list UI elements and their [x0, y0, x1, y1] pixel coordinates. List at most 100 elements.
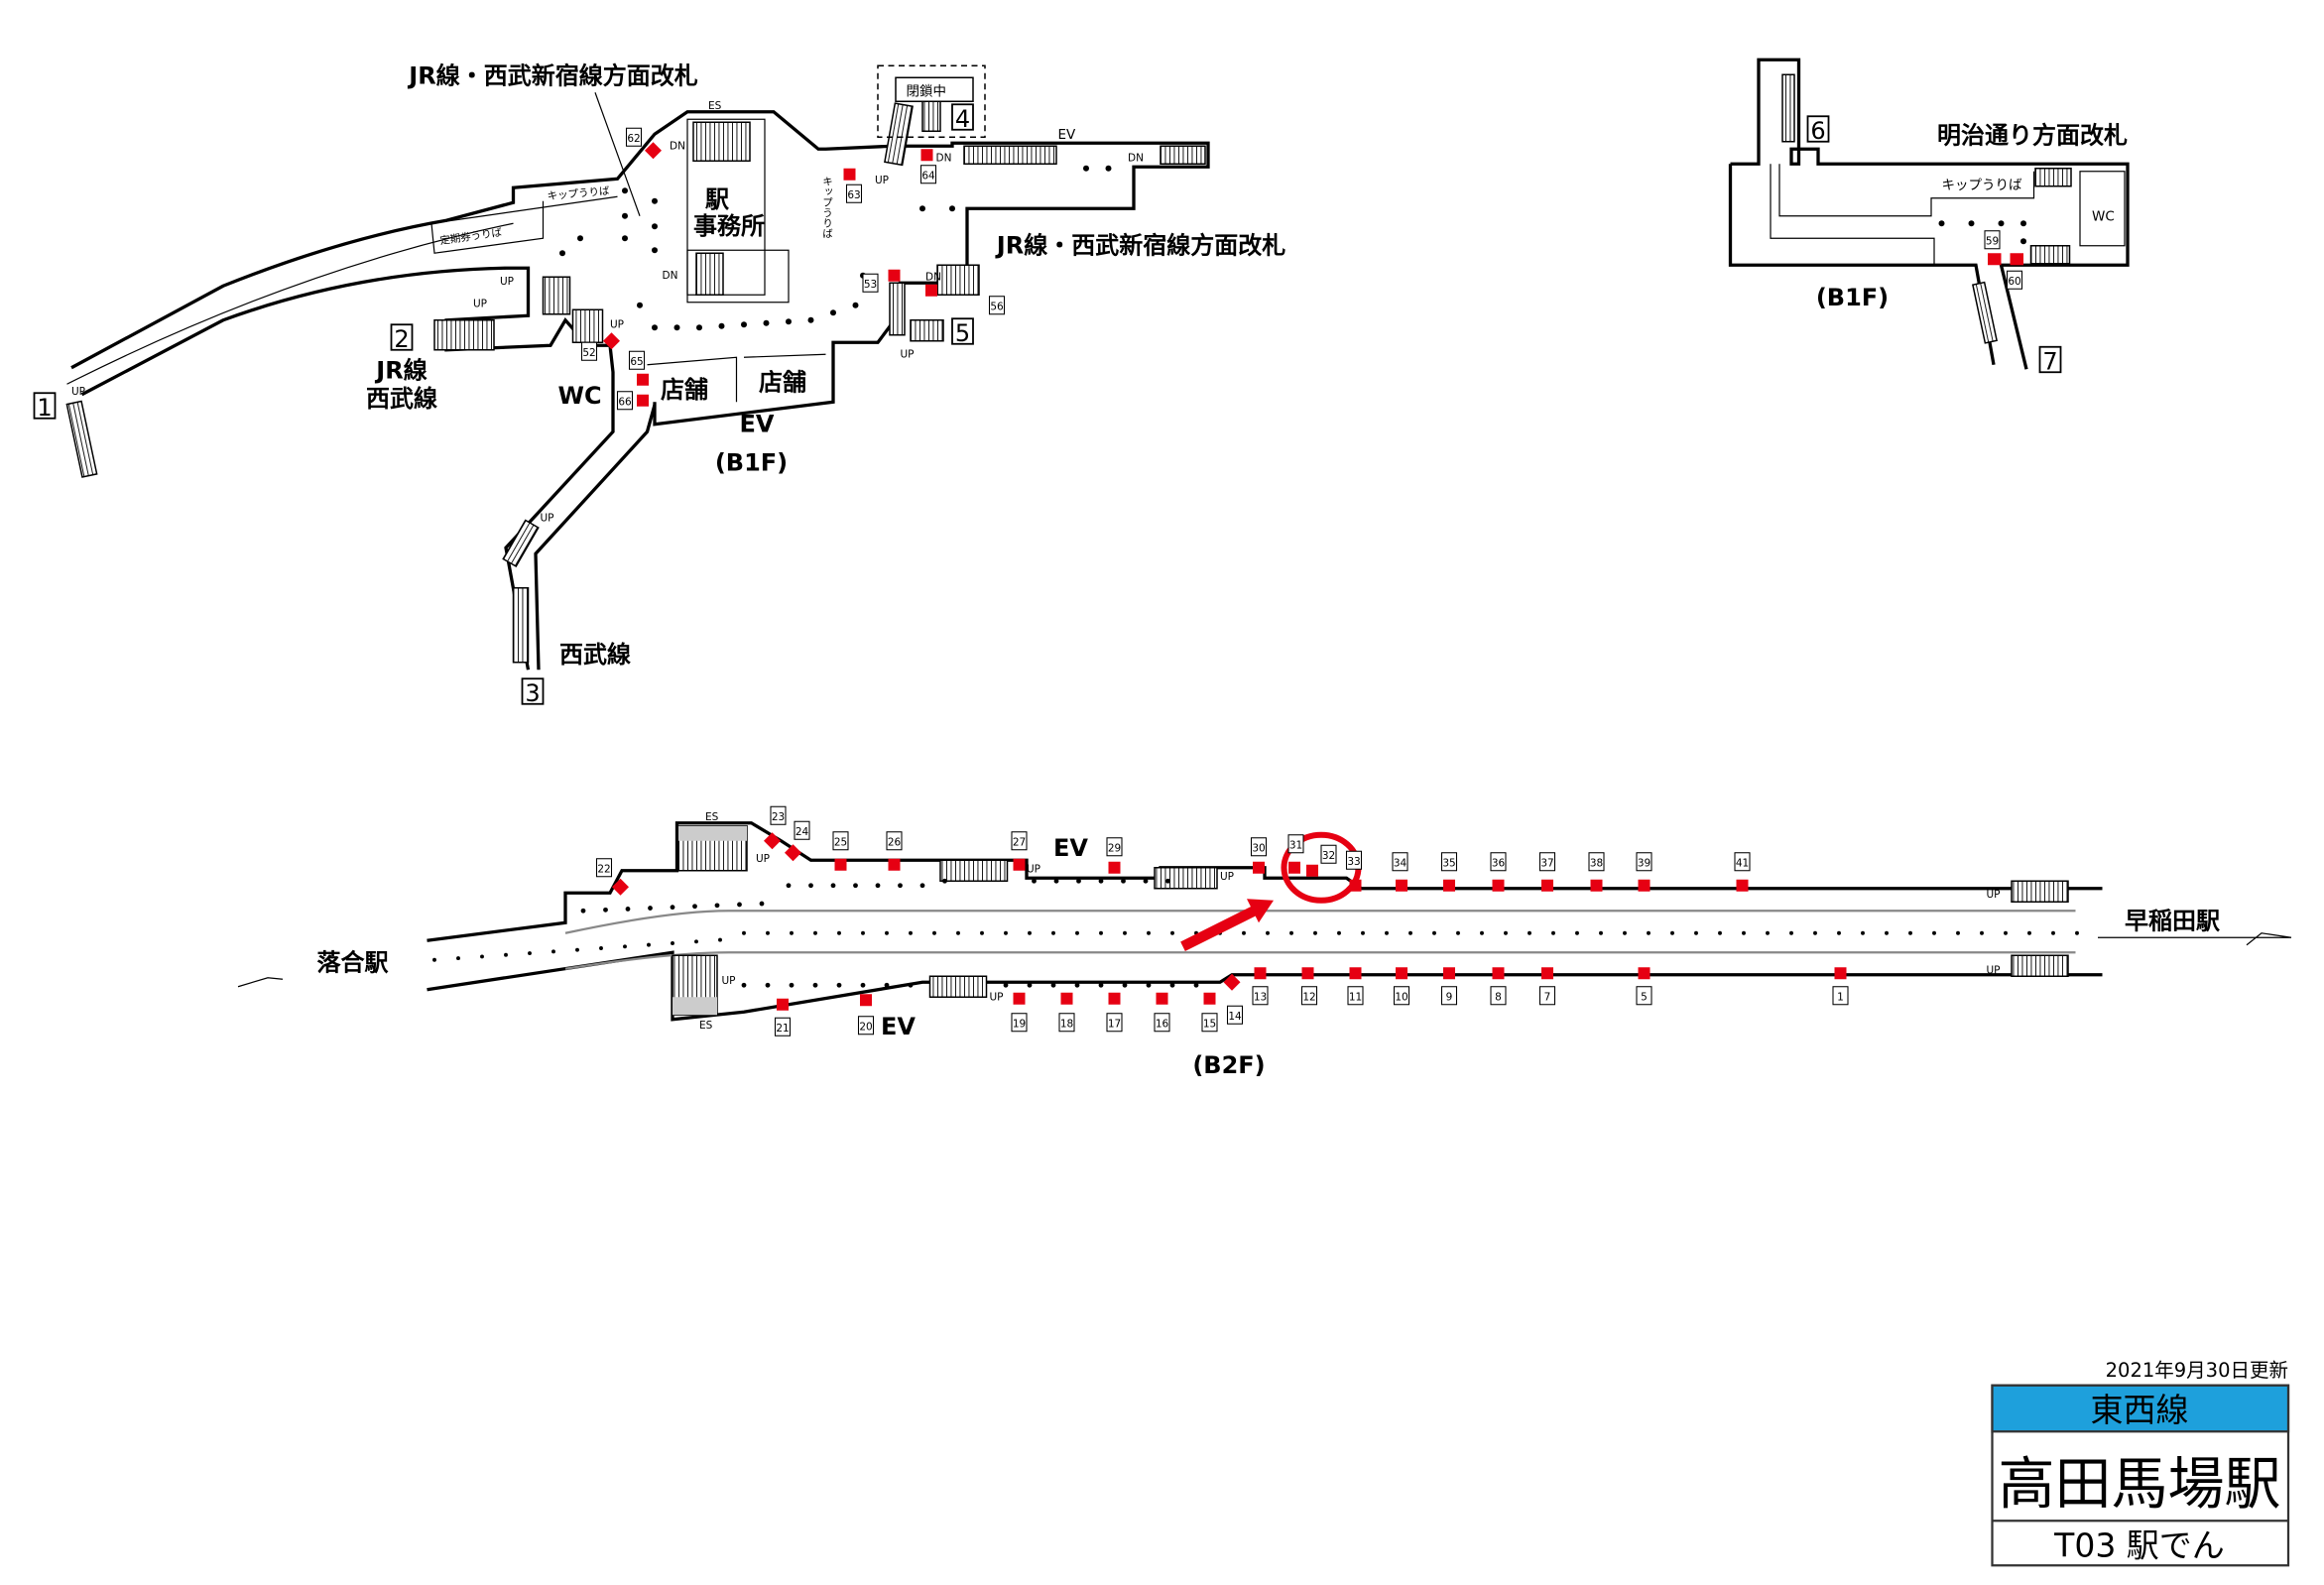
- car-stop-label-1: 1: [1832, 986, 1849, 1006]
- car-stop-label-34: 34: [1392, 852, 1408, 872]
- car-stop-marker: [1301, 967, 1314, 980]
- down-label: DN: [1128, 152, 1144, 164]
- svg-text:23: 23: [772, 811, 785, 823]
- elevator-label-b2f-south: EV: [881, 1013, 916, 1040]
- down-label: DN: [936, 152, 952, 164]
- svg-text:10: 10: [1395, 991, 1407, 1003]
- car-stop-label-39: 39: [1636, 852, 1652, 872]
- car-stop-marker: [637, 394, 649, 407]
- svg-text:35: 35: [1442, 857, 1455, 869]
- car-stop-marker: [1590, 879, 1603, 892]
- car-stop-label-12: 12: [1300, 986, 1318, 1006]
- svg-text:13: 13: [1254, 991, 1267, 1003]
- car-stop-label-17: 17: [1106, 1013, 1123, 1033]
- car-stop-label-65: 65: [628, 350, 646, 370]
- svg-text:11: 11: [1349, 991, 1362, 1003]
- car-stop-label-20: 20: [857, 1016, 875, 1036]
- commuter-pass-sales-label: 定期券うりば: [439, 226, 504, 248]
- closed-label: 閉鎖中: [907, 83, 947, 99]
- car-stop-marker: [1254, 967, 1267, 980]
- up-label: UP: [1220, 871, 1234, 883]
- escalator-label: ES: [699, 1020, 713, 1032]
- car-stop-label-32: 32: [1320, 844, 1337, 864]
- car-stop-label-5: 5: [1636, 986, 1652, 1006]
- svg-text:62: 62: [627, 133, 640, 145]
- svg-text:9: 9: [1446, 991, 1453, 1003]
- car-stop-label-62: 62: [625, 127, 643, 147]
- svg-text:34: 34: [1394, 857, 1407, 869]
- car-stop-marker: [1306, 864, 1318, 877]
- car-stop-label-60: 60: [2006, 270, 2023, 290]
- car-stop-label-64: 64: [919, 165, 937, 184]
- down-label: DN: [663, 270, 678, 282]
- up-label: UP: [500, 276, 514, 288]
- car-stop-label-19: 19: [1011, 1013, 1028, 1033]
- car-stop-marker: [843, 168, 856, 181]
- car-stop-label-18: 18: [1058, 1013, 1075, 1033]
- car-stop-label-25: 25: [832, 831, 849, 851]
- car-stop-label-8: 8: [1490, 986, 1507, 1006]
- exit-2-line-seibu: 西武線: [366, 385, 437, 413]
- car-stop-marker: [888, 269, 901, 282]
- svg-text:25: 25: [834, 836, 847, 848]
- svg-text:32: 32: [1322, 850, 1335, 862]
- car-stop-label-63: 63: [845, 183, 863, 203]
- up-label: UP: [473, 298, 487, 309]
- car-stop-marker: [1223, 973, 1241, 991]
- svg-text:12: 12: [1302, 991, 1315, 1003]
- down-label: DN: [925, 271, 941, 283]
- car-stop-marker: [1443, 967, 1455, 980]
- car-stop-marker: [1288, 861, 1300, 874]
- svg-text:26: 26: [888, 836, 902, 848]
- car-stop-label-24: 24: [794, 820, 810, 840]
- floor-label-b1f-west: (B1F): [715, 448, 788, 476]
- ticket-sales-vertical-label: キップうりば: [821, 176, 833, 238]
- car-stop-marker: [1203, 992, 1216, 1005]
- svg-text:1: 1: [37, 394, 52, 422]
- svg-text:8: 8: [1495, 991, 1502, 1003]
- gate-label-jr-seibu-east: JR線・西武新宿線方面改札: [995, 231, 1285, 259]
- gate-label-meiji-dori: 明治通り方面改札: [1937, 121, 2128, 149]
- svg-text:65: 65: [630, 356, 643, 368]
- car-stop-marker: [1060, 992, 1073, 1005]
- car-stop-marker: [834, 858, 847, 871]
- exit-7: 7: [2038, 345, 2062, 375]
- gate-label-jr-seibu-north: JR線・西武新宿線方面改札: [407, 61, 697, 89]
- car-stop-label-14: 14: [1226, 1005, 1244, 1025]
- svg-text:7: 7: [2042, 347, 2057, 375]
- svg-text:33: 33: [1347, 856, 1360, 868]
- svg-text:14: 14: [1228, 1011, 1242, 1023]
- car-stop-label-37: 37: [1538, 852, 1556, 872]
- up-label: UP: [901, 348, 915, 360]
- down-label: DN: [670, 140, 685, 152]
- svg-text:64: 64: [921, 170, 935, 182]
- east-station-label: 早稲田駅: [2125, 907, 2220, 934]
- svg-text:19: 19: [1013, 1018, 1026, 1030]
- car-stop-label-52: 52: [580, 341, 598, 361]
- svg-text:22: 22: [597, 863, 610, 875]
- car-stop-marker: [1492, 879, 1505, 892]
- car-stop-label-10: 10: [1393, 986, 1410, 1006]
- svg-text:5: 5: [955, 319, 970, 347]
- svg-text:3: 3: [525, 679, 540, 707]
- ticket-sales-label: キップうりば: [547, 185, 610, 202]
- b1f-west-map: [65, 64, 1210, 671]
- floor-label-b1f-east: (B1F): [1816, 284, 1889, 311]
- station-office-label-2: 事務所: [693, 212, 765, 240]
- car-stop-label-38: 38: [1588, 852, 1605, 872]
- car-stop-label-33: 33: [1345, 850, 1363, 870]
- car-stop-marker: [1396, 967, 1407, 980]
- svg-text:20: 20: [859, 1021, 872, 1033]
- svg-text:38: 38: [1590, 857, 1603, 869]
- car-stop-label-15: 15: [1201, 1013, 1218, 1033]
- escalator-label: ES: [708, 100, 722, 112]
- car-stop-label-53: 53: [862, 273, 879, 293]
- exit-5: 5: [951, 317, 974, 347]
- up-label: UP: [875, 175, 889, 186]
- elevator-label: EV: [740, 410, 775, 437]
- wc-label: WC: [558, 382, 602, 410]
- station-code: T03 駅でん: [2053, 1525, 2225, 1564]
- car-stop-label-35: 35: [1440, 852, 1458, 872]
- svg-text:29: 29: [1108, 842, 1121, 854]
